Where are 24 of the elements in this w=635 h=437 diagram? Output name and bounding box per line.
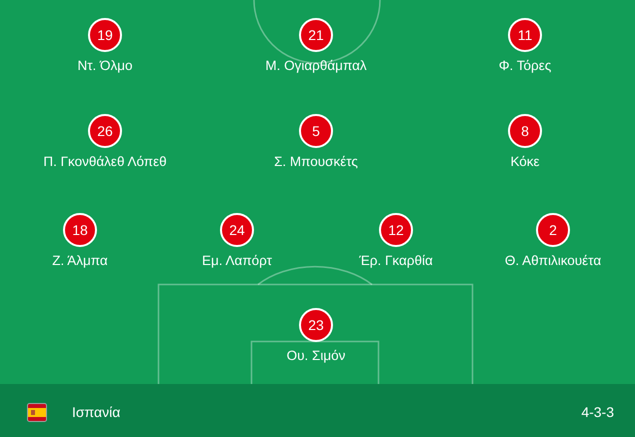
formation-text: 4-3-3 [581,404,614,420]
player-number-circle: 23 [299,308,333,342]
player-number-circle: 8 [508,114,542,148]
player-number-circle: 24 [220,213,254,247]
player-name: Μ. Ογιαρθάμπαλ [265,58,367,74]
player-name: Π. Γκονθάλεθ Λόπεθ [43,154,167,170]
player-name: Έρ. Γκαρθία [359,253,433,269]
player-name: Φ. Τόρες [498,58,552,74]
player-number-circle: 11 [508,18,542,52]
player-name: Κόκε [510,154,540,170]
player-name: Εμ. Λαπόρτ [202,253,272,269]
player-number-circle: 18 [63,213,97,247]
player-number-circle: 2 [536,213,570,247]
player-name: Σ. Μπουσκέτς [274,154,358,170]
player-number-circle: 5 [299,114,333,148]
player-number-circle: 21 [299,18,333,52]
player-name: Ζ. Άλμπα [52,253,108,269]
player-number-circle: 26 [88,114,122,148]
player-name: Θ. Αθπιλικουέτα [504,253,602,269]
team-name: Ισπανία [72,404,120,420]
player-name: Ντ. Όλμο [77,58,133,74]
player-number-circle: 12 [379,213,413,247]
player-number-circle: 19 [88,18,122,52]
player-name: Ου. Σιμόν [286,348,346,364]
